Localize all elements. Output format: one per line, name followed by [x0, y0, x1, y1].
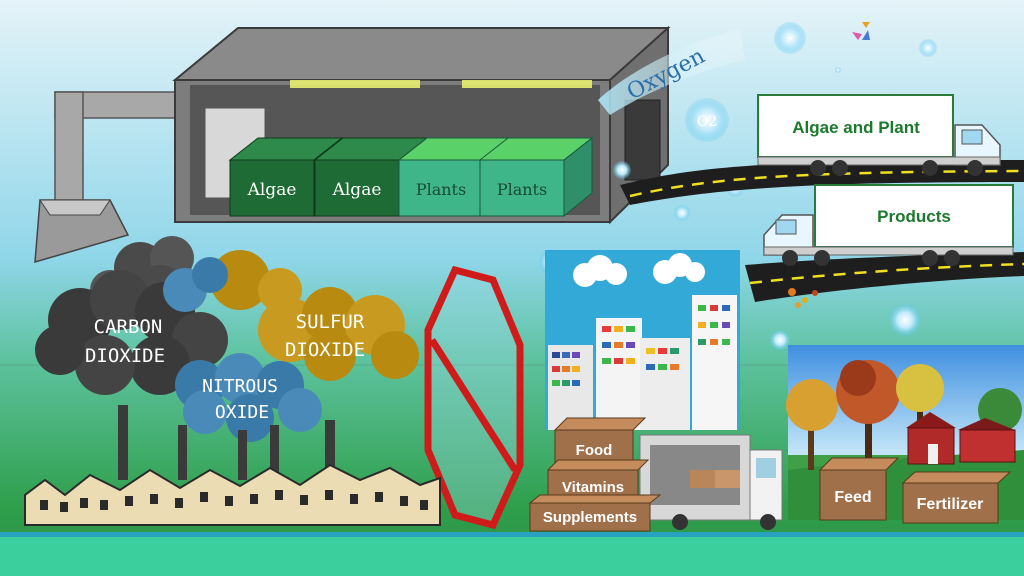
delivery-truck — [639, 434, 783, 530]
tile-label-algae: Algae — [247, 180, 297, 200]
bubble-icon — [770, 330, 790, 350]
truck-label-top: Algae and Plant — [792, 118, 920, 137]
cloud-sulfur: SULFUR DIOXIDE — [210, 250, 419, 381]
box-supplements: Supplements — [528, 494, 662, 532]
carbon-label-line2: DIOXIDE — [85, 345, 165, 367]
smokestack-icon — [118, 405, 128, 480]
bubble-icon — [613, 161, 631, 179]
duct-icon — [34, 91, 181, 264]
bubble-icon — [774, 22, 806, 54]
factory-icon — [24, 405, 441, 526]
truck-icon: Algae and Plant — [757, 94, 1001, 176]
cloud-nitrous: NITROUS OXIDE — [163, 257, 322, 442]
sulfur-label-line2: DIOXIDE — [285, 339, 365, 361]
ground-edge — [0, 532, 1024, 537]
grow-light — [290, 80, 420, 88]
box-feed: Feed — [818, 457, 900, 521]
oxygen-stream — [598, 30, 745, 115]
smokestack-icon — [178, 425, 187, 480]
o2-label: O2 — [697, 114, 717, 130]
box-label-feed: Feed — [834, 489, 871, 506]
tile-plants-2: Plants — [478, 136, 594, 218]
nitrous-label-line1: NITROUS — [202, 376, 278, 397]
bubble-icon — [919, 39, 937, 57]
grow-light — [462, 80, 592, 88]
box-label-supplements: Supplements — [543, 509, 637, 526]
tile-label-plants: Plants — [416, 180, 466, 199]
box-label-vitamins: Vitamins — [562, 479, 624, 496]
truck-icon: Products — [763, 184, 1014, 266]
butterfly-icon — [852, 22, 870, 40]
nitrous-label-line2: OXIDE — [215, 402, 269, 423]
cloud-carbon: CARBON DIOXIDE — [35, 270, 228, 395]
box-label-food: Food — [576, 442, 613, 459]
tree-icon — [786, 360, 1022, 470]
carbon-label-line1: CARBON — [94, 316, 163, 338]
container-door — [624, 99, 661, 181]
truck-label-bottom: Products — [877, 207, 951, 226]
box-fertilizer: Fertilizer — [901, 471, 1012, 524]
box-label-fertilizer: Fertilizer — [917, 496, 984, 513]
ground-strip — [0, 532, 1024, 576]
bubble-icon — [685, 98, 729, 142]
bubble-icon — [835, 67, 841, 73]
smokestack-icon — [270, 425, 279, 480]
no-sign-icon — [424, 265, 524, 530]
barn-icon — [906, 412, 1016, 465]
city-panel — [545, 250, 740, 430]
tile-label-plants: Plants — [497, 180, 547, 199]
smokestack-icon — [325, 420, 335, 480]
leaves-icon — [788, 288, 818, 308]
tile-label-algae: Algae — [332, 180, 382, 200]
bubble-icon — [674, 205, 690, 221]
tile-algae-1: Algae — [228, 136, 344, 218]
bubble-icon — [889, 304, 921, 336]
smokestack-icon — [238, 430, 247, 480]
sulfur-label-line1: SULFUR — [296, 311, 365, 333]
